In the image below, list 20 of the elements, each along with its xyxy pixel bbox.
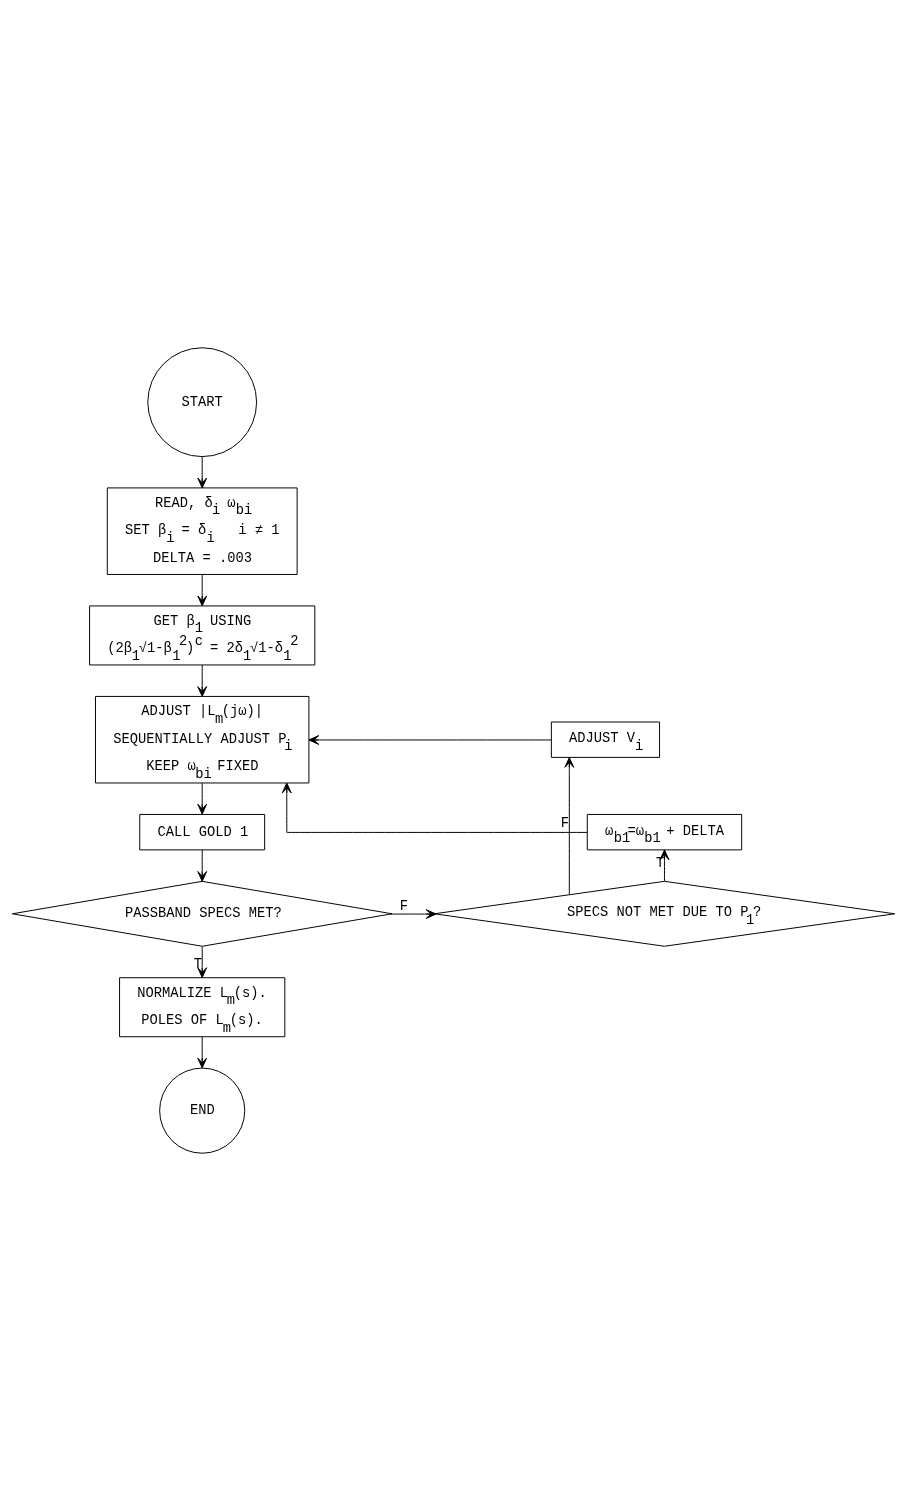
arrow (197, 1035, 208, 1068)
arrow (197, 573, 208, 606)
arrow (197, 782, 208, 814)
edge-label: T (655, 855, 665, 871)
arrow (197, 945, 208, 978)
arrow (197, 848, 208, 882)
arrow (281, 782, 588, 833)
arrow (197, 455, 208, 488)
arrow (659, 848, 670, 882)
arrow (390, 908, 437, 919)
node-diamond: PASSBAND SPECS MET? (11, 880, 393, 947)
arrow (308, 734, 552, 745)
edge-label: F (399, 898, 409, 914)
edge-label: T (193, 956, 202, 972)
node-circle: END (159, 1067, 246, 1154)
arrow (197, 664, 208, 697)
edge-label: F (560, 815, 570, 831)
node-box: CALL GOLD 1 (139, 813, 266, 850)
arrow (564, 756, 575, 895)
node-circle: START (147, 346, 258, 457)
